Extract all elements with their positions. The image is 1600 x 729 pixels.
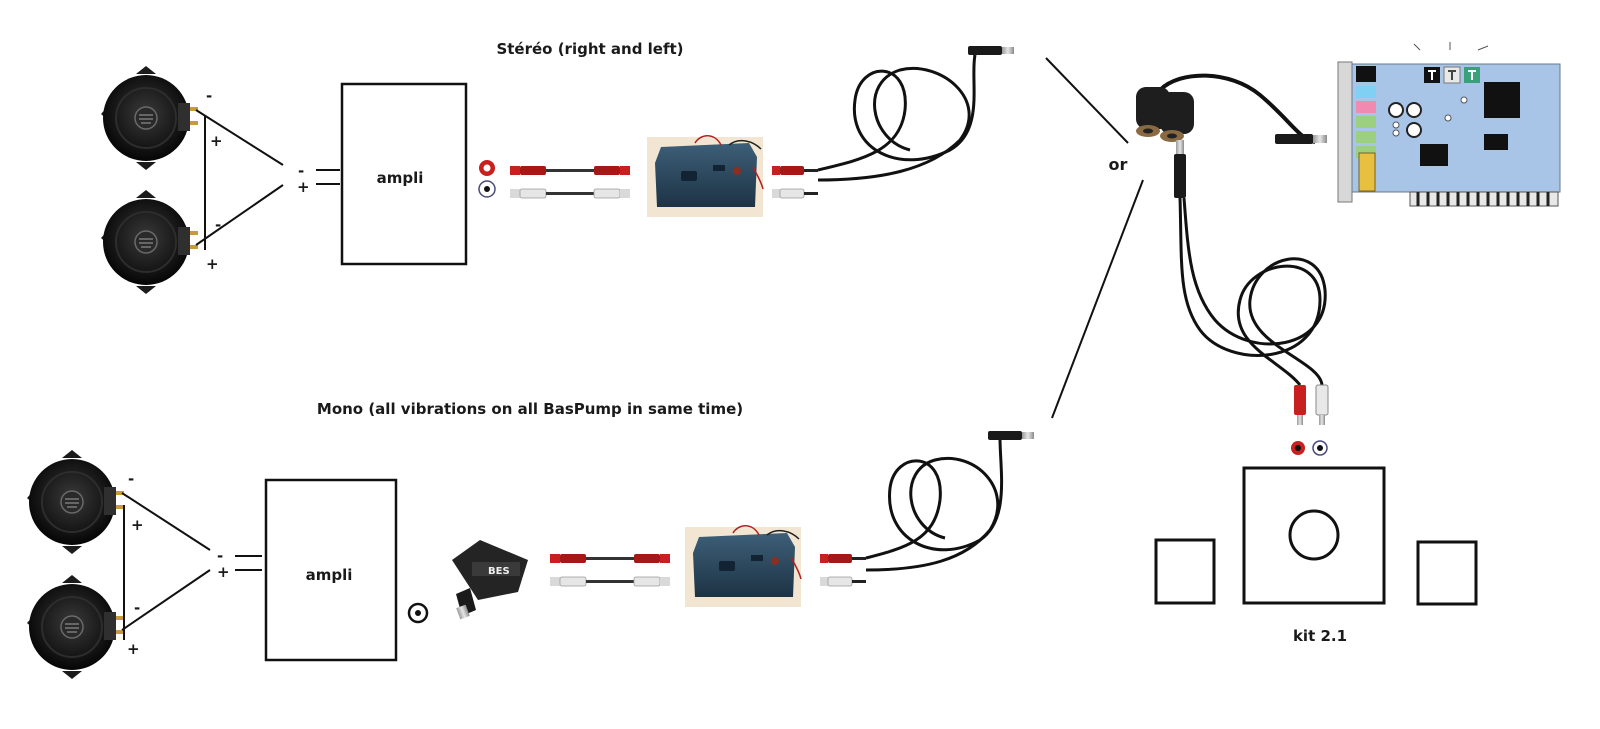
connection-lines	[1045, 57, 1144, 419]
rca-jacks-subwoofer	[1291, 440, 1328, 456]
rca-cable-bottom	[549, 553, 671, 587]
mono-input-jack	[407, 602, 429, 624]
jack-cable-bottom	[865, 437, 1004, 572]
speaker-top-1	[100, 65, 199, 171]
stereo-title: Stéréo (right and left)	[496, 40, 683, 58]
or-label: or	[1109, 155, 1128, 174]
jack-cable-top	[817, 48, 977, 182]
speaker-bottom-2	[26, 574, 125, 680]
rca-jacks-top	[478, 160, 496, 198]
mini-jack-plug-bottom	[988, 431, 1034, 440]
rca-cable-top	[509, 165, 631, 199]
adapter-logo: BES	[488, 566, 510, 577]
pc-sound-card	[1337, 42, 1561, 207]
line-converter-top	[646, 134, 764, 218]
amplifier-top-label: ampli	[377, 169, 424, 187]
stereo-speaker-wiring	[195, 109, 340, 250]
sign-minus-4: -	[128, 470, 134, 488]
sign-minus-5: -	[134, 599, 140, 617]
satellite-speaker-left	[1154, 538, 1216, 605]
speaker-bottom-1	[26, 449, 125, 555]
mini-jack-plug-top	[968, 46, 1014, 55]
sign-minus-3: -	[298, 162, 304, 180]
sign-minus-1: -	[206, 87, 212, 105]
sign-plus-2: +	[206, 255, 219, 273]
sign-plus-6: +	[217, 563, 230, 581]
sign-plus-4: +	[131, 516, 144, 534]
sign-minus-2: -	[215, 216, 221, 234]
subwoofer-cone	[1288, 509, 1340, 561]
sign-plus-3: +	[297, 178, 310, 196]
line-converter-bottom	[684, 524, 802, 608]
audio-y-splitter	[1136, 73, 1327, 144]
sign-plus-5: +	[127, 640, 140, 658]
kit-label: kit 2.1	[1293, 627, 1347, 645]
rca-plug-out-bottom	[819, 553, 867, 587]
sign-minus-6: -	[217, 547, 223, 565]
mono-speaker-wiring	[121, 492, 262, 640]
y-splitter-adapter: BES	[452, 540, 528, 620]
amplifier-top	[340, 82, 468, 266]
amplifier-bottom	[264, 478, 398, 662]
jack-to-rca-cable	[1174, 140, 1329, 425]
rca-plug-out-top	[771, 165, 819, 199]
satellite-speaker-right	[1416, 540, 1478, 606]
amplifier-bottom-label: ampli	[306, 566, 353, 584]
sign-plus-1: +	[210, 132, 223, 150]
speaker-top-2	[100, 189, 199, 295]
mono-title: Mono (all vibrations on all BasPump in s…	[317, 400, 743, 418]
